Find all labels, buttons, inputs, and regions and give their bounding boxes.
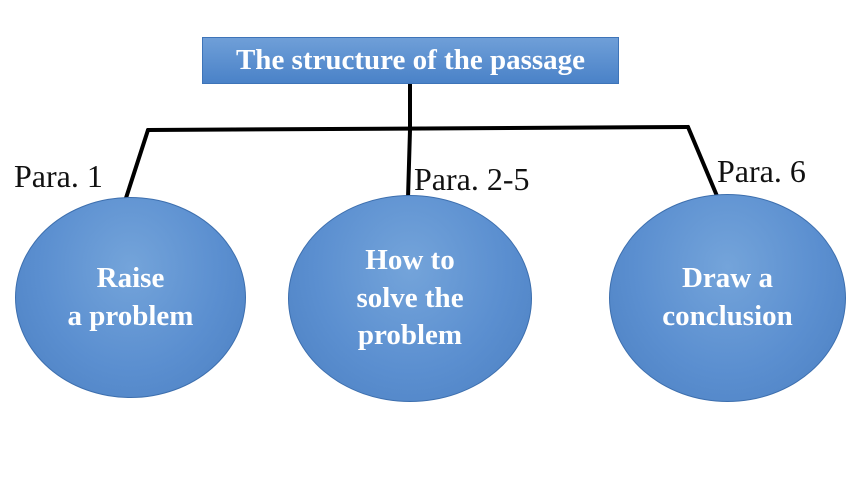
branch-line-right xyxy=(686,125,719,198)
node-draw-conclusion: Draw a conclusion xyxy=(609,194,846,402)
branch-line-left xyxy=(124,128,150,200)
node-text-line: Raise xyxy=(96,261,165,294)
branch-label-para-1: Para. 1 xyxy=(14,158,103,194)
horizontal-bar-line xyxy=(146,125,690,132)
branch-line-middle xyxy=(406,128,412,200)
node-text-line: a problem xyxy=(67,299,194,332)
node-solve-problem: How to solve the problem xyxy=(288,195,532,402)
node-text-line: conclusion xyxy=(662,300,793,332)
node-text-line: How to xyxy=(365,243,455,276)
node-text-line: Draw a xyxy=(681,262,773,295)
branch-label-para-6: Para. 6 xyxy=(717,153,806,189)
diagram-title: The structure of the passage xyxy=(202,37,619,84)
branch-label-para-2-5: Para. 2-5 xyxy=(414,161,530,197)
node-raise-problem: Raise a problem xyxy=(15,197,246,398)
node-text-line: problem xyxy=(357,319,463,352)
node-text-line: solve the xyxy=(356,281,464,314)
